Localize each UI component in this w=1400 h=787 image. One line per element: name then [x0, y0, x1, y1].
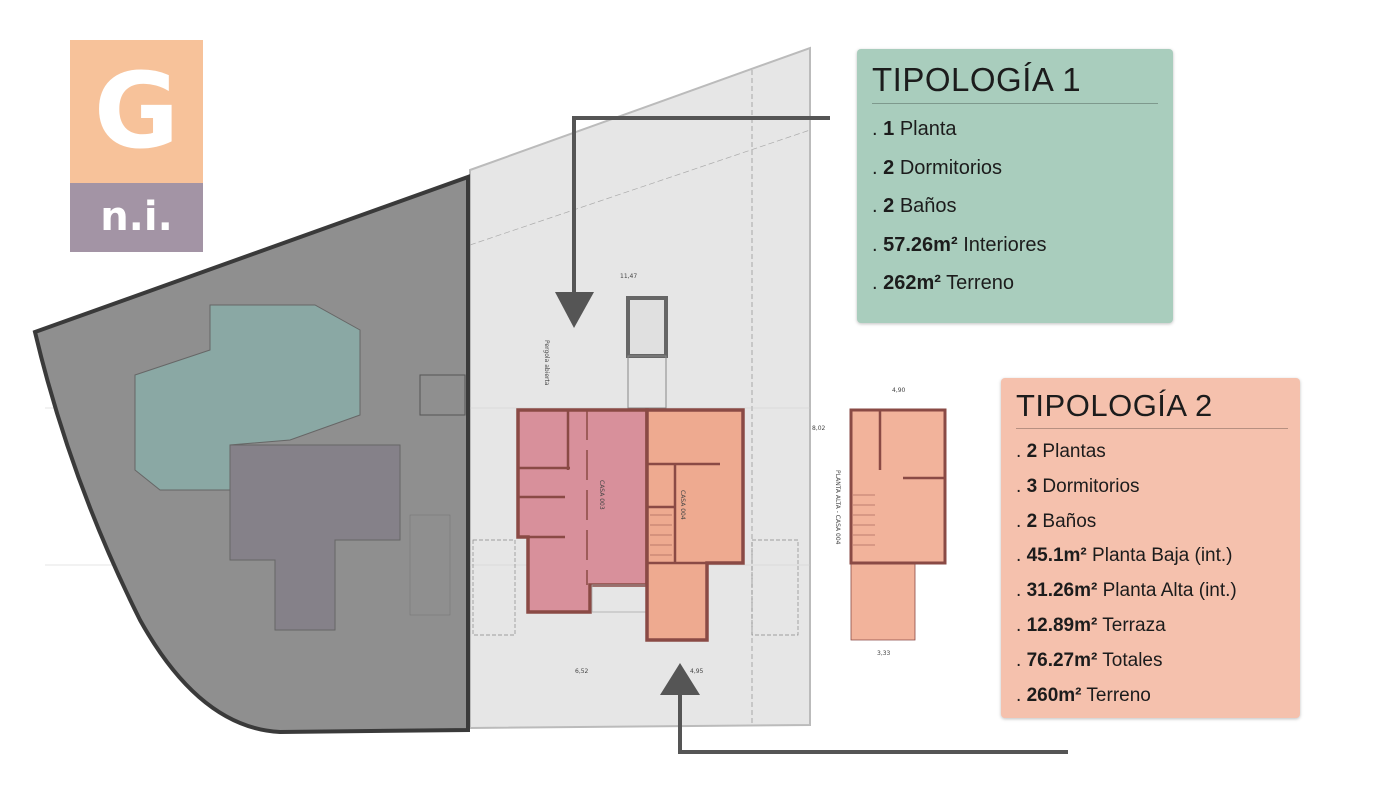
list-item: . 57.26m² Interiores — [872, 233, 1047, 256]
list-item: . 3 Dormitorios — [1016, 475, 1140, 497]
list-item: . 2 Baños — [1016, 510, 1097, 532]
list-item: . 2 Dormitorios — [872, 156, 1003, 179]
casa-003 — [516, 408, 649, 614]
list-item: . 2 Plantas — [1016, 441, 1106, 462]
logo-letter: G — [70, 40, 203, 183]
dim-upper-width: 4,90 — [892, 387, 906, 394]
arrow-tipologia-1-line — [572, 116, 830, 295]
logo-subtitle: n.i. — [70, 183, 203, 252]
list-item: . 2 Baños — [872, 195, 957, 217]
list-item: . 1 Planta — [872, 118, 957, 140]
lot-light — [469, 46, 811, 730]
tipologia-1-card: TIPOLOGÍA 1 . 1 Planta . 2 Dormitorios .… — [857, 49, 1173, 323]
list-item: . 12.89m² Terraza — [1016, 614, 1166, 636]
dim-bottom-left: 6,52 — [575, 668, 589, 675]
list-item: . 76.27m² Totales — [1016, 649, 1163, 671]
arrow-tipologia-2-line — [678, 692, 1068, 754]
list-item: . 31.26m² Planta Alta (int.) — [1016, 580, 1237, 602]
tipologia-1-title: TIPOLOGÍA 1 — [872, 61, 1158, 104]
dim-bottom-right: 4,95 — [690, 668, 704, 675]
dim-height: 8,02 — [812, 425, 826, 432]
casa-004-label: CASA 004 — [679, 490, 686, 520]
logo: G n.i. — [70, 40, 203, 252]
list-item: . 45.1m² Planta Baja (int.) — [1016, 545, 1233, 567]
list-item: . 260m² Terreno — [1016, 684, 1151, 706]
tipologia-2-title: TIPOLOGÍA 2 — [1016, 388, 1288, 429]
planta-alta-label: PLANTA ALTA - CASA 004 — [834, 470, 841, 545]
list-item: . 262m² Terreno — [872, 272, 1014, 294]
dim-upper-bottom: 3,33 — [877, 650, 891, 657]
dim-top: 11,47 — [620, 273, 637, 280]
pergola-label: Pergola abierta — [543, 340, 550, 386]
arrow-up-icon — [660, 663, 700, 695]
arrow-down-icon — [555, 292, 594, 328]
casa-003-label: CASA 003 — [598, 480, 605, 510]
tipologia-2-card: TIPOLOGÍA 2 . 2 Plantas . 3 Dormitorios … — [1001, 378, 1300, 718]
